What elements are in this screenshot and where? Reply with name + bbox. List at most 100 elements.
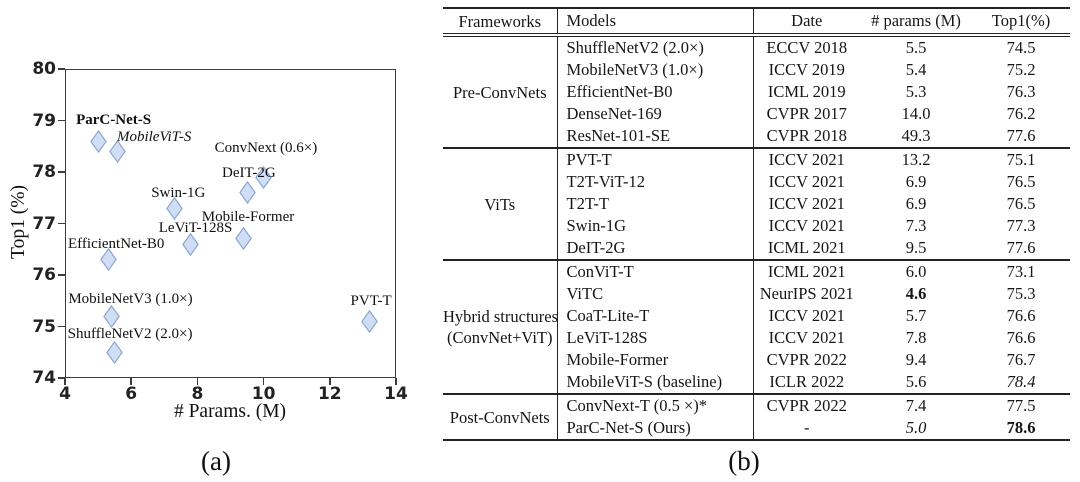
model-cell: MobileNetV3 (1.0×) <box>557 59 754 81</box>
date-cell: ICML 2019 <box>767 82 846 101</box>
model-cell: ResNet-101-SE <box>557 125 754 148</box>
top1-cell: 76.6 <box>1006 328 1036 347</box>
params-cell: 9.4 <box>905 350 927 369</box>
y-axis-tick <box>58 377 65 379</box>
model-cell: DeIT-2G <box>557 237 754 260</box>
params-cell: 6.9 <box>905 194 927 213</box>
top1-cell: 76.7 <box>1006 350 1036 369</box>
date-cell: ICCV 2021 <box>768 216 845 235</box>
params-cell: 7.3 <box>905 216 927 235</box>
date-cell: - <box>804 418 810 437</box>
model-cell: Mobile-Former <box>557 349 754 371</box>
y-tick-label: 75 <box>32 316 56 337</box>
model-cell: PVT-T <box>557 148 754 171</box>
x-axis-tick <box>262 378 265 385</box>
model-cell: ViTC <box>557 283 754 305</box>
x-axis-tick <box>395 378 397 385</box>
top1-cell: 77.6 <box>1006 238 1036 257</box>
data-point-diamond <box>109 139 127 168</box>
params-cell: 9.5 <box>905 238 927 257</box>
model-cell: DenseNet-169 <box>557 103 754 125</box>
data-point-label: Swin-1G <box>151 185 206 202</box>
top1-cell: 75.1 <box>1006 150 1036 169</box>
data-point-diamond <box>102 304 120 333</box>
data-point-diamond <box>106 340 123 369</box>
column-header: Date <box>791 11 823 30</box>
params-cell: 6.0 <box>905 262 927 281</box>
x-tick-label: 12 <box>317 384 342 404</box>
date-cell: ICLR 2022 <box>769 372 845 391</box>
framework-cell: Hybrid structures(ConvNet+ViT) <box>443 260 558 394</box>
x-tick-label: 6 <box>125 384 138 404</box>
params-cell: 5.6 <box>905 372 927 391</box>
params-cell: 4.6 <box>905 284 927 303</box>
x-axis-tick <box>64 378 66 385</box>
params-cell: 5.0 <box>905 418 927 437</box>
column-header: # params (M) <box>871 11 961 30</box>
model-cell: EfficientNet-B0 <box>557 81 754 103</box>
top1-cell: 77.3 <box>1006 216 1036 235</box>
date-cell: ICCV 2021 <box>768 328 845 347</box>
data-point-label: PVT-T <box>350 293 392 310</box>
top1-cell: 73.1 <box>1006 262 1036 281</box>
data-point-diamond <box>165 196 183 225</box>
model-cell: ParC-Net-S (Ours) <box>557 417 754 440</box>
date-cell: ICCV 2021 <box>768 172 845 191</box>
y-tick-label: 79 <box>32 110 56 131</box>
table-row: ParC-Net-S (Ours) - 5.0 78.6 <box>443 417 1070 440</box>
params-cell: 7.8 <box>905 328 927 347</box>
column-header: Top1(%) <box>991 11 1051 30</box>
date-cell: ICCV 2021 <box>768 306 845 325</box>
y-tick-label: 74 <box>32 368 56 388</box>
panel-a-caption: (a) <box>201 446 231 476</box>
y-tick-label: 78 <box>32 162 56 182</box>
model-cell: MobileViT-S (baseline) <box>557 371 754 394</box>
model-cell: T2T-ViT-12 <box>557 171 754 193</box>
x-axis-title: # Params. (M) <box>173 401 287 422</box>
top1-cell: 76.3 <box>1006 82 1036 101</box>
top1-cell: 78.6 <box>1006 418 1036 437</box>
x-tick-label: 14 <box>384 384 408 404</box>
y-tick-label: 77 <box>32 213 56 234</box>
y-axis-tick <box>58 119 65 122</box>
y-tick-label: 80 <box>32 59 56 79</box>
params-cell: 7.4 <box>905 396 927 415</box>
data-point-label: LeViT-128S <box>158 220 233 237</box>
model-cell: ConvNext-T (0.5 ×)* <box>557 394 754 417</box>
data-point-label: MobileViT-S <box>116 129 192 146</box>
params-cell: 13.2 <box>901 150 931 169</box>
column-header: Models <box>557 8 754 35</box>
date-cell: ICCV 2021 <box>768 150 845 169</box>
top1-cell: 76.5 <box>1006 194 1036 213</box>
data-point-diamond <box>89 129 107 158</box>
model-cell: ShuffleNetV2 (2.0×) <box>557 35 754 59</box>
x-tick-label: 8 <box>191 384 204 404</box>
data-point-label: ConvNext (0.6×) <box>214 140 318 157</box>
params-cell: 5.5 <box>905 38 927 57</box>
x-axis-tick <box>196 378 199 385</box>
framework-cell: Pre-ConvNets <box>443 35 558 148</box>
data-point-diamond <box>238 180 256 209</box>
y-axis-tick <box>58 222 65 225</box>
data-point-label: Mobile-Former <box>201 208 295 225</box>
column-header: Frameworks <box>443 8 558 35</box>
params-cell: 5.4 <box>905 60 927 79</box>
date-cell: CVPR 2017 <box>766 104 847 123</box>
x-tick-label: 10 <box>251 384 276 404</box>
